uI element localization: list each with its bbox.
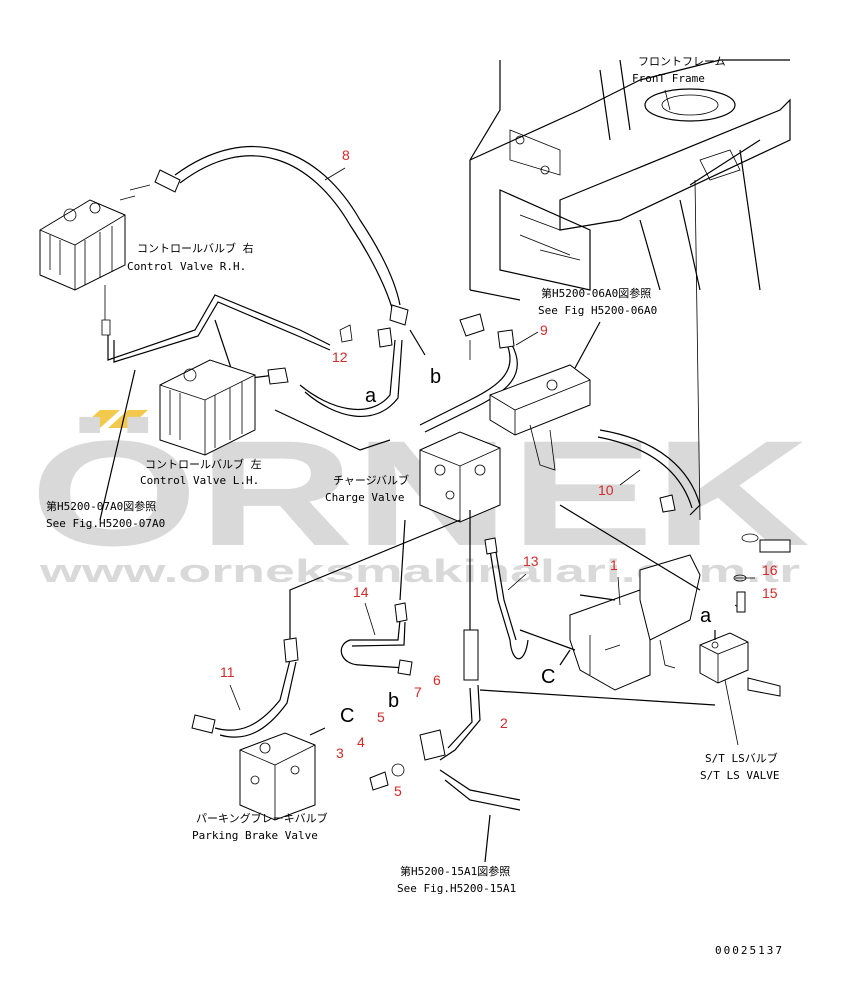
letter-c-1: C <box>541 666 555 688</box>
st-ls-valve <box>699 632 781 697</box>
letter-a-2: a <box>700 605 712 627</box>
ref-07a0-en: See Fig.H5200-07A0 <box>46 517 165 530</box>
callout-3: 3 <box>336 745 344 761</box>
callout-15: 15 <box>762 585 778 601</box>
hose-11 <box>191 637 299 738</box>
fitting-6 <box>463 629 479 681</box>
letter-c-2: C <box>340 705 354 727</box>
callout-5b: 5 <box>394 783 402 799</box>
charge-lines <box>289 510 471 640</box>
callout-14: 14 <box>353 584 369 600</box>
hose-14 <box>340 602 413 676</box>
callout-12: 12 <box>332 349 348 365</box>
callout-16: 16 <box>762 562 778 578</box>
bolt-16 <box>741 533 791 553</box>
stls-label-en: S/T LS VALVE <box>700 769 779 782</box>
control-rh-label-jp: コントロールバルブ 右 <box>137 241 254 255</box>
control-valve-rh <box>39 199 126 336</box>
hose-15a1 <box>439 769 521 811</box>
charge-label-jp: チャージバルブ <box>333 473 409 487</box>
tube-rh-lh <box>107 294 331 385</box>
letter-a-1: a <box>365 385 377 407</box>
callout-9: 9 <box>540 322 548 338</box>
letter-b-1: b <box>430 366 441 388</box>
control-valve-lh <box>159 359 256 456</box>
parking-label-jp: パーキングブレーキバルブ <box>196 811 328 825</box>
callout-2: 2 <box>500 715 508 731</box>
ref-06a0-jp: 第H5200-06A0図参照 <box>541 286 651 300</box>
callout-11: 11 <box>220 664 235 680</box>
control-lh-label-en: Control Valve L.H. <box>140 474 259 487</box>
control-rh-label-en: Control Valve R.H. <box>127 260 246 273</box>
st-manifold <box>489 364 591 471</box>
stls-label-jp: S/T LSバルブ <box>705 751 778 765</box>
ref-15a1-en: See Fig.H5200-15A1 <box>397 882 516 895</box>
hose-2 <box>439 684 481 761</box>
hose-10 <box>597 429 701 516</box>
parking-brake-valve <box>239 732 316 821</box>
front-frame-leader <box>664 89 671 111</box>
hose-9 <box>419 313 518 433</box>
ref-07a0-jp: 第H5200-07A0図参照 <box>46 499 156 513</box>
front-frame <box>469 59 791 521</box>
callout-13: 13 <box>523 553 539 569</box>
ref-15a1-jp: 第H5200-15A1図参照 <box>400 864 510 878</box>
parking-label-en: Parking Brake Valve <box>192 829 318 842</box>
callout-10: 10 <box>598 482 614 498</box>
hose-12 <box>299 324 403 417</box>
leader-07a0 <box>99 369 136 521</box>
fitting-3-4 <box>369 729 446 791</box>
control-lh-label-jp: コントロールバルブ 左 <box>145 457 262 471</box>
callout-8: 8 <box>342 147 350 163</box>
drawing-number: 00025137 <box>715 944 784 957</box>
hose-8 <box>119 146 409 326</box>
callout-6: 6 <box>433 672 441 688</box>
callout-5a: 5 <box>377 709 385 725</box>
charge-label-en: Charge Valve <box>325 491 404 504</box>
front-frame-label-en: FronT Frame <box>632 72 705 85</box>
watermark-accent-2 <box>108 410 148 428</box>
charge-valve <box>419 431 501 523</box>
callout-4: 4 <box>357 734 365 750</box>
hose-13 <box>484 537 576 660</box>
letter-b-2: b <box>388 690 399 712</box>
callout-1: 1 <box>610 557 618 573</box>
watermark-accent-1 <box>80 410 120 428</box>
bracket-1 <box>569 554 701 691</box>
callout-7: 7 <box>414 684 422 700</box>
ref-06a0-en: See Fig H5200-06A0 <box>538 304 657 317</box>
front-frame-label-jp: フロントフレーム <box>638 55 726 68</box>
